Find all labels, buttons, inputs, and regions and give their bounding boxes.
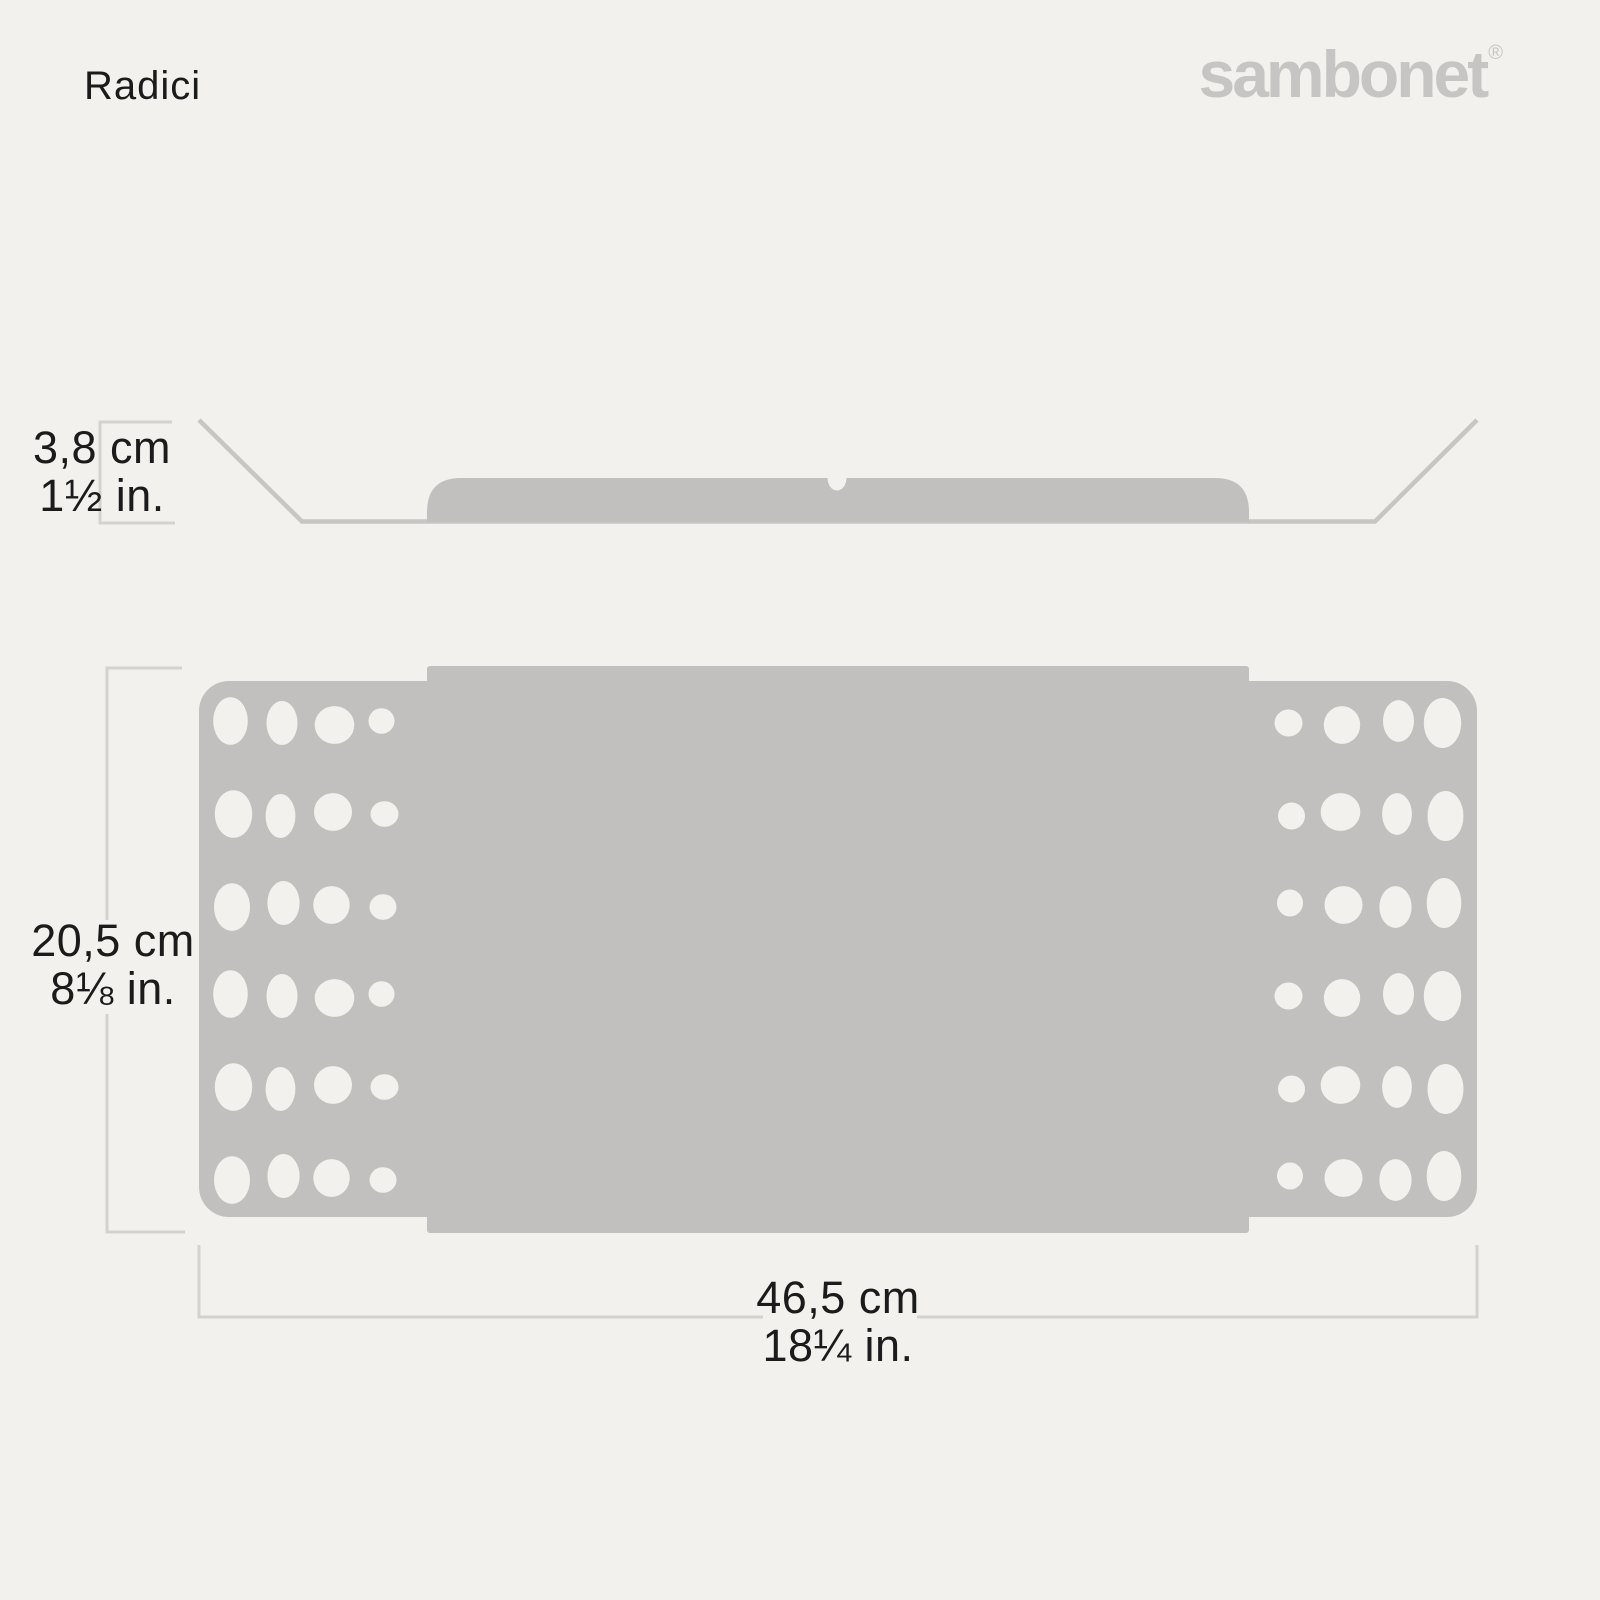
- hole: [213, 697, 248, 745]
- depth-dimension-label: 20,5 cm 8⅛ in.: [0, 917, 226, 1013]
- hole: [267, 1154, 300, 1198]
- hole: [1383, 700, 1414, 742]
- hole: [1427, 791, 1464, 841]
- height-dimension-label: 3,8 cm 1½ in.: [0, 424, 204, 520]
- hole: [1278, 802, 1305, 830]
- width-label-in: 18¼ in.: [762, 1320, 914, 1371]
- side-view-body: [427, 478, 1249, 522]
- hole: [1323, 979, 1361, 1017]
- hole: [313, 886, 350, 924]
- hole: [369, 1167, 397, 1193]
- hole: [1426, 1151, 1462, 1201]
- hole: [214, 1063, 253, 1111]
- hole: [1274, 982, 1303, 1010]
- dimension-lines: [98, 420, 1479, 1319]
- depth-label-in: 8⅛ in.: [50, 963, 176, 1014]
- height-dimension-bracket: [98, 420, 175, 525]
- hole: [370, 801, 399, 827]
- hole: [1423, 698, 1462, 748]
- page-title: Radici: [84, 64, 202, 108]
- hole: [314, 1066, 352, 1104]
- top-view-center-panel: [427, 666, 1249, 1233]
- hole: [265, 794, 296, 838]
- hole: [313, 1159, 350, 1197]
- hole: [267, 881, 300, 925]
- hole: [1382, 793, 1412, 835]
- hole: [1423, 971, 1462, 1021]
- side-view: [197, 418, 1479, 524]
- hole: [214, 790, 253, 838]
- hole: [1382, 1066, 1412, 1108]
- hole: [213, 970, 248, 1018]
- hole: [368, 981, 395, 1007]
- hole: [214, 883, 250, 931]
- top-view-left-wing: [199, 681, 461, 1217]
- width-dimension-bracket: [197, 1245, 1479, 1319]
- hole: [1379, 1159, 1412, 1201]
- hole: [266, 701, 298, 745]
- hole: [369, 894, 397, 920]
- drain-holes: [213, 697, 1464, 1204]
- hole: [370, 1074, 399, 1100]
- hole: [368, 708, 395, 734]
- hole: [1426, 878, 1462, 928]
- hole: [314, 706, 355, 744]
- width-label-cm: 46,5 cm: [756, 1272, 920, 1323]
- hole: [1324, 886, 1363, 924]
- hole: [1323, 706, 1361, 744]
- width-dimension-label: 46,5 cm 18¼ in.: [588, 1274, 1088, 1370]
- hole: [1427, 1064, 1464, 1114]
- brand-logo-text: sambonet: [1198, 37, 1490, 111]
- hole: [1324, 1159, 1363, 1197]
- depth-dimension-bracket: [105, 666, 185, 1234]
- hole: [314, 979, 355, 1017]
- hole: [265, 1067, 296, 1111]
- hole: [1320, 793, 1361, 831]
- hole: [1278, 1075, 1305, 1103]
- hole: [1277, 889, 1303, 917]
- registered-trademark-icon: ®: [1488, 42, 1503, 64]
- top-view-right-wing: [1215, 681, 1477, 1217]
- hole: [214, 1156, 250, 1204]
- hole: [1277, 1162, 1303, 1190]
- hole: [1274, 709, 1303, 737]
- hole: [1383, 973, 1414, 1015]
- depth-label-cm: 20,5 cm: [31, 915, 195, 966]
- top-view: [199, 666, 1477, 1233]
- brand-logo: sambonet®: [1199, 36, 1503, 112]
- hole: [266, 974, 298, 1018]
- height-label-in: 1½ in.: [39, 470, 165, 521]
- hole: [1320, 1066, 1361, 1104]
- hole: [1379, 886, 1412, 928]
- height-label-cm: 3,8 cm: [32, 422, 172, 473]
- hole: [314, 793, 352, 831]
